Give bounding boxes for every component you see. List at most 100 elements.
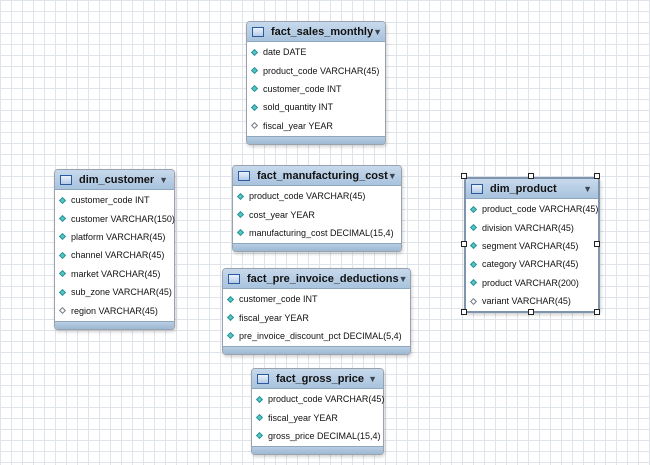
table-fact-gross-price[interactable]: fact_gross_price ▼ product_code VARCHAR(… — [251, 368, 384, 456]
column-list: customer_code INT customer VARCHAR(150) … — [55, 190, 175, 321]
column-row[interactable]: pre_invoice_discount_pct DECIMAL(5,4) — [223, 327, 410, 345]
table-dim-product[interactable]: dim_product ▼ product_code VARCHAR(45) d… — [464, 177, 600, 314]
column-row[interactable]: channel VARCHAR(45) — [55, 246, 174, 264]
table-title: fact_sales_monthly — [271, 25, 374, 38]
column-row[interactable]: product VARCHAR(200) — [466, 274, 598, 292]
column-row[interactable]: product_code VARCHAR(45) — [233, 187, 401, 205]
column-row[interactable]: customer_code INT — [55, 191, 174, 209]
column-label: customer_code INT — [263, 83, 342, 94]
table-fact-manufacturing-cost[interactable]: fact_manufacturing_cost ▼ product_code V… — [232, 165, 402, 253]
column-diamond-icon — [255, 395, 264, 403]
column-row[interactable]: cost_year YEAR — [233, 205, 401, 223]
table-footer — [252, 446, 383, 455]
resize-handle[interactable] — [594, 309, 600, 315]
column-diamond-icon — [58, 215, 67, 223]
column-list: product_code VARCHAR(45) fiscal_year YEA… — [252, 389, 384, 446]
column-row[interactable]: sub_zone VARCHAR(45) — [55, 283, 174, 301]
column-label: pre_invoice_discount_pct DECIMAL(5,4) — [239, 330, 402, 341]
column-row[interactable]: customer_code INT — [223, 290, 410, 308]
table-header[interactable]: fact_sales_monthly ▼ — [247, 22, 385, 42]
column-label: channel VARCHAR(45) — [71, 250, 165, 261]
column-list: product_code VARCHAR(45) division VARCHA… — [466, 199, 598, 311]
resize-handle[interactable] — [528, 173, 534, 179]
table-dim-customer[interactable]: dim_customer ▼ customer_code INT custome… — [54, 169, 175, 330]
column-label: cost_year YEAR — [249, 209, 315, 220]
column-label: sub_zone VARCHAR(45) — [71, 287, 172, 298]
column-row[interactable]: product_code VARCHAR(45) — [466, 200, 598, 218]
column-row[interactable]: product_code VARCHAR(45) — [247, 61, 385, 79]
table-fact-sales-monthly[interactable]: fact_sales_monthly ▼ date DATE product_c… — [246, 21, 386, 145]
column-row[interactable]: customer_code INT — [247, 80, 385, 98]
column-label: sold_quantity INT — [263, 102, 334, 113]
chevron-down-icon[interactable]: ▼ — [373, 26, 383, 37]
table-icon — [60, 174, 72, 185]
column-label: fiscal_year YEAR — [263, 120, 333, 131]
column-row[interactable]: sold_quantity INT — [247, 98, 385, 116]
column-diamond-icon — [469, 205, 478, 213]
column-row[interactable]: customer VARCHAR(150) — [55, 209, 175, 227]
resize-handle[interactable] — [528, 309, 534, 315]
column-diamond-icon — [226, 314, 235, 322]
column-diamond-icon — [250, 103, 259, 111]
table-header[interactable]: fact_gross_price ▼ — [252, 369, 383, 389]
column-diamond-icon — [236, 211, 245, 219]
column-diamond-icon — [236, 192, 245, 200]
column-row[interactable]: gross_price DECIMAL(15,4) — [252, 427, 383, 445]
column-row[interactable]: division VARCHAR(45) — [466, 218, 598, 236]
table-header[interactable]: dim_product ▼ — [466, 179, 598, 199]
column-diamond-icon — [469, 242, 478, 250]
column-diamond-icon — [58, 288, 67, 296]
column-row[interactable]: region VARCHAR(45) — [55, 301, 174, 319]
column-label: market VARCHAR(45) — [71, 268, 161, 279]
table-header[interactable]: fact_pre_invoice_deductions ▼ — [223, 269, 410, 289]
table-footer — [223, 346, 410, 355]
column-label: fiscal_year YEAR — [239, 312, 309, 323]
resize-handle[interactable] — [594, 241, 600, 247]
column-row[interactable]: fiscal_year YEAR — [223, 308, 410, 326]
column-label: fiscal_year YEAR — [268, 412, 338, 423]
column-row[interactable]: fiscal_year YEAR — [247, 117, 385, 135]
resize-handle[interactable] — [461, 241, 467, 247]
table-header[interactable]: dim_customer ▼ — [55, 170, 174, 190]
chevron-down-icon[interactable]: ▼ — [368, 373, 377, 384]
table-title: fact_pre_invoice_deductions — [247, 272, 399, 285]
column-row[interactable]: manufacturing_cost DECIMAL(15,4) — [233, 224, 401, 242]
column-diamond-icon — [255, 414, 264, 422]
column-row[interactable]: fiscal_year YEAR — [252, 408, 383, 426]
column-row[interactable]: variant VARCHAR(45) — [466, 292, 598, 310]
column-label: segment VARCHAR(45) — [482, 240, 579, 251]
column-diamond-icon — [226, 332, 235, 340]
table-header[interactable]: fact_manufacturing_cost ▼ — [233, 166, 401, 186]
table-title: fact_manufacturing_cost — [257, 169, 388, 182]
table-title: fact_gross_price — [276, 372, 365, 385]
column-row[interactable]: market VARCHAR(45) — [55, 265, 174, 283]
table-icon — [252, 26, 264, 37]
resize-handle[interactable] — [461, 173, 467, 179]
column-diamond-icon — [469, 279, 478, 287]
column-label: product_code VARCHAR(45) — [263, 65, 380, 76]
column-row[interactable]: segment VARCHAR(45) — [466, 237, 598, 255]
table-title: dim_customer — [79, 173, 155, 186]
chevron-down-icon[interactable]: ▼ — [398, 273, 408, 284]
chevron-down-icon[interactable]: ▼ — [387, 170, 397, 181]
column-label: platform VARCHAR(45) — [71, 231, 166, 242]
column-row[interactable]: product_code VARCHAR(45) — [252, 390, 384, 408]
chevron-down-icon[interactable]: ▼ — [583, 183, 592, 194]
resize-handle[interactable] — [594, 173, 600, 179]
resize-handle[interactable] — [461, 309, 467, 315]
column-row[interactable]: category VARCHAR(45) — [466, 255, 598, 273]
table-fact-pre-invoice-deductions[interactable]: fact_pre_invoice_deductions ▼ customer_c… — [222, 268, 411, 356]
column-label: category VARCHAR(45) — [482, 259, 579, 270]
column-row[interactable]: platform VARCHAR(45) — [55, 228, 174, 246]
column-diamond-icon — [250, 85, 259, 93]
column-list: product_code VARCHAR(45) cost_year YEAR … — [233, 186, 401, 243]
column-diamond-icon — [236, 229, 245, 237]
column-diamond-icon — [250, 67, 259, 75]
table-footer — [55, 320, 174, 329]
column-diamond-icon — [58, 270, 67, 278]
column-row[interactable]: date DATE — [247, 43, 385, 61]
column-label: date DATE — [263, 47, 307, 58]
column-label: product_code VARCHAR(45) — [249, 191, 366, 202]
table-icon — [228, 273, 240, 284]
chevron-down-icon[interactable]: ▼ — [159, 174, 168, 185]
